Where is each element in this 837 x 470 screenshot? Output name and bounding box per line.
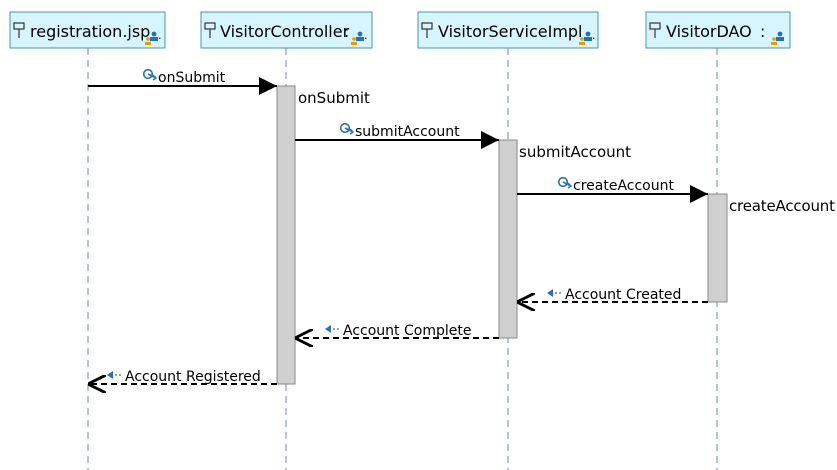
return-message-icon [325, 325, 341, 333]
lifeline-icon [204, 22, 216, 38]
return-message-icon [547, 289, 563, 297]
lifelines-layer [87, 48, 718, 470]
lifeline-suffix: : [344, 22, 349, 41]
message-create-account[interactable]: createAccount [517, 176, 708, 203]
call-message-icon [557, 176, 573, 189]
lifeline-ellipsis: . [592, 29, 596, 42]
call-message-icon [142, 68, 158, 81]
instance-icon [351, 31, 364, 45]
lifeline-icon [13, 22, 25, 38]
instance-icon [579, 31, 592, 45]
lifeline-name: VisitorDAO [666, 22, 752, 41]
activation-label: createAccount [729, 197, 835, 215]
lifeline-ellipsis: . [158, 29, 162, 42]
lifeline-header-box [9, 11, 166, 49]
lifeline-header-box [645, 11, 791, 49]
message-account-registered[interactable]: Account Registered [88, 369, 277, 385]
activation-bar-visitor-service-impl[interactable] [498, 139, 518, 339]
instance-icon [145, 31, 158, 45]
message-account-complete[interactable]: Account Complete [295, 323, 499, 339]
message-label: submitAccount [355, 124, 460, 140]
message-label: Account Registered [125, 369, 261, 385]
message-account-created[interactable]: Account Created [517, 287, 708, 303]
message-label: Account Created [565, 287, 681, 303]
call-message-icon [339, 122, 355, 135]
lifeline-header-2[interactable]: VisitorServiceImpl . [417, 11, 599, 49]
activation-label: onSubmit [298, 89, 370, 107]
lifeline-header-3[interactable]: VisitorDAO : [645, 11, 791, 49]
return-message-icon [107, 371, 123, 379]
activation-bar-visitor-dao[interactable] [707, 193, 728, 303]
lifeline-name: registration.jsp [30, 22, 150, 41]
lifeline-header-0[interactable]: registration.jsp . [9, 11, 166, 49]
lifeline-name: VisitorServiceImpl [438, 22, 583, 41]
message-label: Account Complete [343, 323, 471, 339]
activation-label: submitAccount [519, 143, 631, 161]
activation-bar-visitor-controller[interactable] [276, 85, 296, 385]
lifeline-ellipsis: . [364, 29, 368, 42]
lifeline-suffix: : [760, 22, 765, 41]
lifeline-icon [421, 22, 433, 38]
message-label: createAccount [573, 178, 674, 194]
lifeline-header-1[interactable]: VisitorController : . [200, 11, 373, 49]
lifeline-header-box [417, 11, 599, 49]
message-label: onSubmit [158, 70, 226, 86]
message-on-submit[interactable]: onSubmit [88, 68, 277, 95]
lifeline-name: VisitorController [220, 22, 350, 41]
lifeline-header-box [200, 11, 373, 49]
activations-layer: onSubmit submitAccount createAccount [276, 85, 835, 385]
instance-icon [771, 31, 784, 45]
message-submit-account[interactable]: submitAccount [295, 122, 499, 149]
lifeline-icon [649, 22, 661, 38]
